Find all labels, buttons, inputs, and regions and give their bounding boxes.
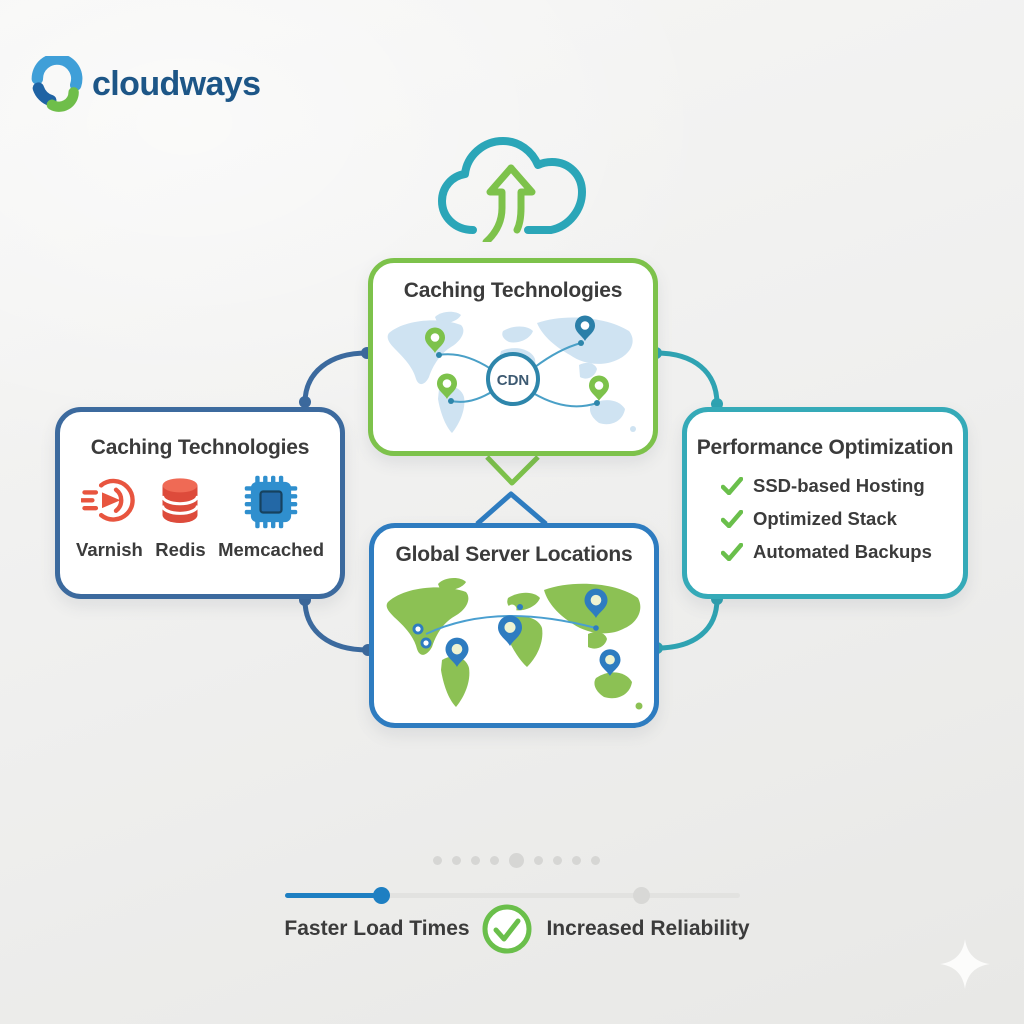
- carousel-dot-active[interactable]: [509, 852, 524, 868]
- list-item: Redis: [152, 474, 208, 561]
- list-item: Memcached: [218, 474, 324, 561]
- performance-card-title: Performance Optimization: [696, 436, 954, 459]
- feature-label: SSD-based Hosting: [753, 475, 925, 496]
- increased-reliability-label: Increased Reliability: [546, 917, 750, 940]
- slider-knob-blue[interactable]: [373, 887, 390, 904]
- redis-icon: [161, 478, 200, 523]
- list-item: Automated Backups: [721, 541, 963, 563]
- carousel-dot[interactable]: [452, 855, 461, 865]
- chevron-down-icon: [485, 455, 540, 486]
- locations-card: Global Server Locations: [369, 523, 659, 728]
- list-item: Varnish: [76, 474, 143, 561]
- carousel-dot[interactable]: [471, 855, 480, 865]
- carousel-dot[interactable]: [534, 855, 543, 865]
- slider-track[interactable]: [285, 893, 740, 898]
- carousel-dots[interactable]: [433, 852, 600, 868]
- carousel-dot[interactable]: [591, 855, 600, 865]
- cloudways-logo-icon: [31, 56, 83, 112]
- cloudways-logo: cloudways: [28, 56, 261, 112]
- technology-label: Redis: [155, 539, 206, 560]
- feature-label: Automated Backups: [753, 541, 932, 562]
- sparkle-icon: [940, 939, 990, 989]
- carousel-dot[interactable]: [433, 855, 442, 865]
- cdn-card-title: Caching Technologies: [403, 279, 623, 302]
- slider-fill: [285, 893, 383, 898]
- server-markers: [412, 604, 523, 649]
- technology-label: Memcached: [218, 539, 324, 560]
- locations-card-title: Global Server Locations: [395, 543, 633, 566]
- cloud-upload-icon: [438, 137, 586, 242]
- location-pin-icon: [445, 588, 621, 676]
- chevron-up-icon: [475, 491, 548, 526]
- check-icon: [721, 543, 743, 561]
- slider-knob-gray[interactable]: [633, 887, 650, 904]
- list-item: SSD-based Hosting: [721, 475, 963, 497]
- cdn-hub-label: CDN: [497, 372, 530, 389]
- check-circle-icon: [482, 904, 532, 954]
- technology-list: Varnish Redis: [60, 460, 340, 561]
- carousel-dot[interactable]: [490, 855, 499, 865]
- caching-card: Caching Technologies Varnish: [55, 407, 345, 599]
- carousel-dot[interactable]: [572, 855, 581, 865]
- check-icon: [721, 477, 743, 495]
- cdn-card: Caching Technologies: [368, 258, 658, 456]
- memcached-icon: [244, 475, 298, 529]
- list-item: Optimized Stack: [721, 508, 963, 530]
- cdn-links: [438, 342, 598, 408]
- performance-card: Performance Optimization SSD-based Hosti…: [682, 407, 968, 599]
- varnish-icon: [81, 478, 136, 522]
- cdn-hub-circle: [486, 352, 540, 406]
- caching-card-title: Caching Technologies: [90, 436, 310, 459]
- server-world-map: [386, 578, 643, 710]
- check-icon: [721, 510, 743, 528]
- faster-load-times-label: Faster Load Times: [284, 917, 470, 940]
- logo-wordmark: cloudways: [92, 64, 261, 103]
- technology-label: Varnish: [76, 539, 143, 560]
- cdn-world-map: CDN: [387, 311, 636, 433]
- location-pin-icon: [425, 315, 609, 401]
- carousel-dot[interactable]: [553, 855, 562, 865]
- feature-label: Optimized Stack: [753, 508, 897, 529]
- feature-list: SSD-based Hosting Optimized Stack Automa…: [687, 475, 963, 563]
